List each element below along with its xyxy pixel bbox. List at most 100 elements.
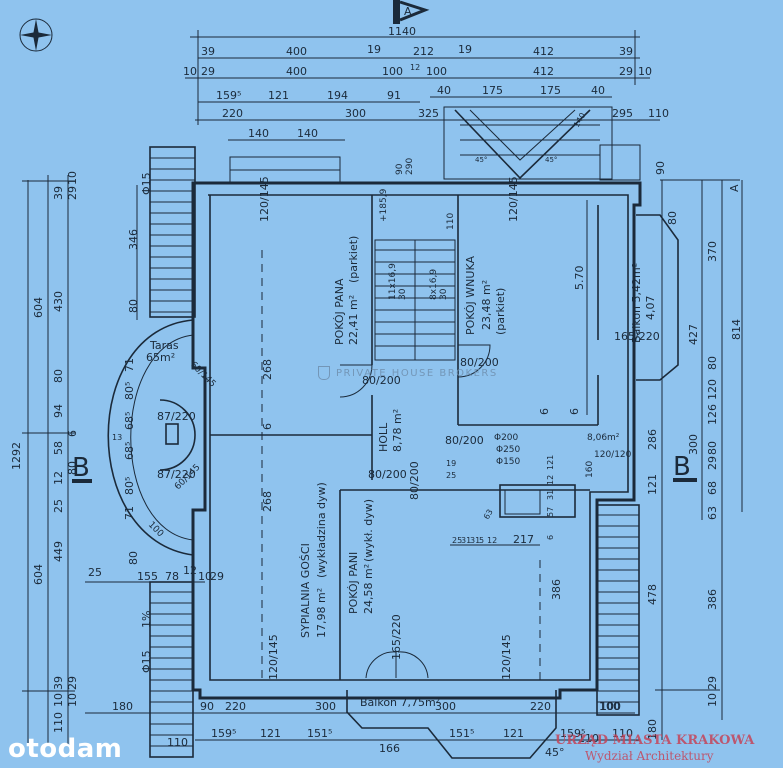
north-stairs: 45° 45° 140 bbox=[229, 106, 641, 184]
dim: 12 bbox=[487, 536, 497, 545]
dim: 40 bbox=[591, 84, 605, 97]
dim: 10 bbox=[52, 693, 65, 707]
dim: 346 bbox=[127, 229, 140, 250]
dim: 5 bbox=[479, 536, 484, 545]
dim: 430 bbox=[52, 291, 65, 312]
dim: 220 bbox=[530, 700, 551, 713]
dim: 10 bbox=[638, 65, 652, 78]
west-stairs bbox=[149, 146, 196, 758]
walls bbox=[191, 181, 642, 700]
dim: 6 bbox=[568, 408, 581, 415]
dim: 110 bbox=[167, 736, 188, 749]
dim: 100 bbox=[600, 700, 621, 713]
door-dim: 80/200 bbox=[460, 356, 499, 369]
door-dim: 165/220 bbox=[614, 330, 660, 343]
shield-icon bbox=[318, 366, 330, 380]
door-dim: 80/200 bbox=[368, 468, 407, 481]
balcony-label: Balkon 7,75m² bbox=[360, 696, 440, 709]
dim: 29 bbox=[706, 676, 719, 690]
dim: 300 bbox=[345, 107, 366, 120]
window-dim: 120/145 bbox=[507, 176, 520, 222]
dim: 6 bbox=[261, 423, 274, 430]
dim: 126 bbox=[706, 404, 719, 425]
dim: 8x16,9 bbox=[429, 269, 439, 300]
dim: 180 bbox=[112, 700, 133, 713]
dim: 159⁵ bbox=[211, 727, 236, 740]
door-dim: 87/220 bbox=[157, 468, 196, 481]
dim: 604 bbox=[32, 564, 45, 585]
room-area: 17,98 m² bbox=[315, 588, 328, 638]
dim: 100 bbox=[599, 700, 620, 713]
balkon-south: Balkon 7,75m² bbox=[346, 690, 557, 759]
right-dimensions: 80 90 370 427 80 120 126 80 29 300 68 63… bbox=[578, 161, 743, 745]
dim: 68 bbox=[706, 481, 719, 495]
room-area-taras: 65m² bbox=[146, 351, 175, 364]
door-dim: 120/120 bbox=[594, 450, 632, 460]
dim: 31 bbox=[546, 490, 555, 500]
dim: 325 bbox=[418, 107, 439, 120]
dim: 80 bbox=[66, 461, 79, 475]
dim: 40 bbox=[437, 84, 451, 97]
dim: 45° bbox=[545, 156, 557, 164]
dim: 4,07 bbox=[644, 296, 657, 321]
otodam-logo: otodam bbox=[8, 734, 123, 764]
dim: 120 bbox=[706, 379, 719, 400]
dim: 286 bbox=[646, 429, 659, 450]
dim: 604 bbox=[32, 297, 45, 318]
balcony-label: Balkon 5,42m² bbox=[630, 263, 643, 343]
room-floor: (parkiet) bbox=[494, 288, 507, 335]
dim: 449 bbox=[52, 541, 65, 562]
room-pokoj-wnuka: POKÓJ WNUKA 23,48 m² (parkiet) 5.70 bbox=[464, 200, 588, 415]
room-area: 22,41 m² bbox=[347, 295, 360, 345]
dim: 386 bbox=[550, 579, 563, 600]
room-pokoj-pana: POKÓJ PANA 22,41 m² (parkiet) bbox=[333, 236, 360, 345]
room-label: POKÓJ WNUKA bbox=[464, 256, 477, 335]
compass-icon bbox=[19, 18, 53, 52]
room-label: POKÓJ PANA bbox=[333, 278, 346, 345]
dim: 160 bbox=[585, 461, 595, 478]
dim: 68⁵ bbox=[123, 442, 136, 460]
dim: 10 bbox=[183, 65, 197, 78]
dim: 80 bbox=[666, 211, 679, 225]
dim: 25 bbox=[446, 471, 456, 480]
dim: 140 bbox=[248, 127, 269, 140]
dim: 194 bbox=[327, 89, 348, 102]
dim: 121 bbox=[268, 89, 289, 102]
section-b-right-marker: B bbox=[673, 452, 697, 482]
dim: 58 bbox=[52, 441, 65, 455]
room-floor: (parkiet) bbox=[347, 236, 360, 283]
dim: 175 bbox=[482, 84, 503, 97]
dim: 295 bbox=[612, 107, 633, 120]
dim: 300 bbox=[435, 700, 456, 713]
dim: 268 bbox=[261, 359, 274, 380]
authority-stamp: URZĄD MIASTA KRAKOWA Wydział Architektur… bbox=[555, 733, 755, 763]
section-a-marker: A bbox=[393, 0, 430, 24]
pipe-label: Φ200 bbox=[494, 433, 519, 443]
dim: 29 bbox=[706, 456, 719, 470]
dim: 63 bbox=[482, 508, 495, 521]
dim: 29 bbox=[619, 65, 633, 78]
dim: 212 bbox=[413, 45, 434, 58]
dim: 412 bbox=[533, 45, 554, 58]
dim: 12 bbox=[183, 564, 197, 577]
room-area: 8,78 m² bbox=[391, 409, 404, 452]
dim: 412 bbox=[533, 65, 554, 78]
dim: 10 bbox=[66, 171, 79, 185]
dim: 5.70 bbox=[573, 266, 586, 291]
dim: 6 bbox=[66, 430, 79, 437]
stamp-line: URZĄD MIASTA KRAKOWA bbox=[555, 733, 755, 748]
dim: 140 bbox=[297, 127, 318, 140]
watermark: PRIVATE HOUSE BROKERS bbox=[318, 366, 498, 380]
dim: 159⁵ bbox=[216, 89, 241, 102]
pipe-label: Φ250 bbox=[496, 445, 521, 455]
dim: 400 bbox=[286, 65, 307, 78]
dim: 90 bbox=[200, 700, 214, 713]
dim: 220 bbox=[222, 107, 243, 120]
dim: 13 bbox=[112, 433, 122, 442]
dim: 39 bbox=[52, 186, 65, 200]
dim: 110 bbox=[648, 107, 669, 120]
dim: 11x16,9 bbox=[388, 263, 398, 300]
dim: 10 bbox=[66, 693, 79, 707]
dim: 45° bbox=[545, 746, 565, 759]
